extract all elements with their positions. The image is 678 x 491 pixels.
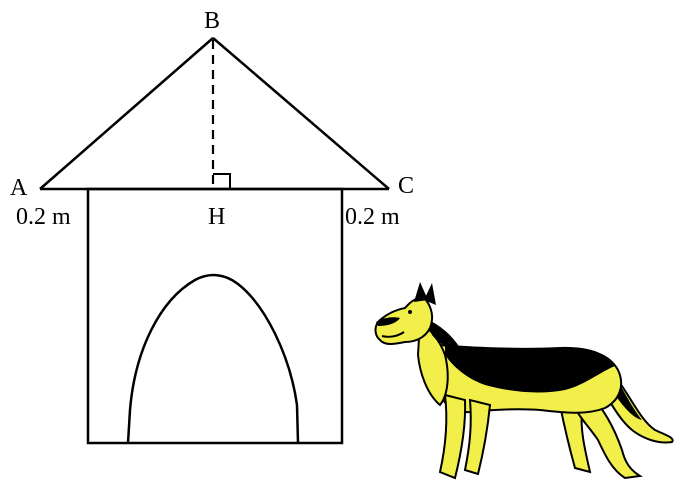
- dog-saddle: [445, 345, 615, 393]
- dog-ear-right: [424, 283, 436, 305]
- dog-mouth: [381, 331, 405, 338]
- label-left-overhang: 0.2 m: [16, 204, 71, 230]
- roof-triangle: [39, 37, 390, 191]
- dog-ear-left: [414, 282, 428, 302]
- dog-back-leg-far: [558, 403, 592, 474]
- label-right-overhang: 0.2 m: [345, 204, 400, 230]
- roof-edge-bc: [212, 37, 390, 190]
- roof-edge-ab: [39, 37, 214, 190]
- label-point-a: A: [10, 175, 28, 201]
- label-point-c: C: [398, 173, 414, 199]
- dog-front-leg-far: [463, 398, 492, 476]
- label-point-h: H: [208, 204, 225, 230]
- dog-back-leg-near: [573, 393, 643, 480]
- german-shepherd-dog-icon: [374, 282, 674, 480]
- dog-muzzle: [376, 317, 400, 326]
- dog-head: [374, 297, 434, 345]
- dog-front-leg-near: [438, 393, 467, 480]
- house-body: [86, 187, 344, 445]
- door-arch: [126, 273, 300, 444]
- right-angle-marker: [213, 173, 231, 189]
- dog-eye: [408, 310, 412, 314]
- label-point-b: B: [204, 8, 220, 34]
- dog-neck-dark: [425, 318, 460, 349]
